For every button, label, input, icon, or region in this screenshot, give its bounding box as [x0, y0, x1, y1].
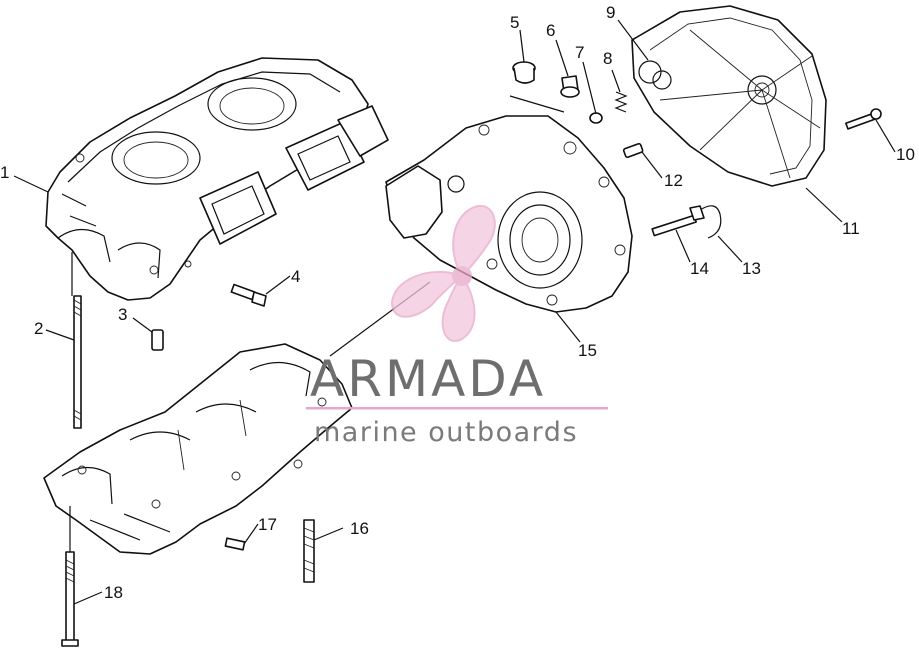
callout-16: 16: [350, 519, 369, 538]
stud-short: [303, 519, 315, 583]
long-bolt: [61, 551, 79, 647]
callout-15: 15: [578, 341, 597, 360]
small-bolt: [230, 283, 267, 307]
callout-13: 13: [742, 259, 761, 278]
housing-bolt: [651, 205, 705, 237]
dowel-pin: [151, 329, 164, 351]
locating-pin: [622, 142, 644, 159]
callout-1: 1: [0, 163, 9, 182]
crankcase-bolt: [224, 537, 246, 551]
propeller-hub: [452, 266, 472, 286]
propeller-blade-right: [441, 274, 476, 342]
callout-5: 5: [510, 13, 519, 32]
propeller-logo: [390, 204, 496, 342]
propeller-blade-left: [390, 271, 465, 318]
callout-numbers: 1 2 3 4 5 6 7 8 9 10 11 12 13 14 15 16 1…: [0, 3, 915, 602]
callout-7: 7: [575, 43, 584, 62]
upper-crankcase: [45, 57, 389, 301]
propeller-blade-top: [452, 204, 496, 278]
callout-14: 14: [690, 259, 709, 278]
callout-18: 18: [104, 583, 123, 602]
washer: [589, 112, 603, 124]
callout-9: 9: [606, 3, 615, 22]
stud-long: [73, 295, 82, 429]
callout-11: 11: [842, 219, 860, 238]
callout-2: 2: [34, 319, 43, 338]
watermark: ARMADA marine outboards: [306, 204, 608, 448]
callout-4: 4: [291, 267, 300, 286]
spring: [614, 91, 628, 113]
cover-bolt: [845, 108, 882, 130]
flywheel-cover: [631, 5, 827, 187]
bushing: [512, 61, 536, 84]
watermark-rule: [306, 407, 608, 410]
small-parts: [61, 61, 882, 647]
watermark-brand: ARMADA: [310, 350, 546, 408]
callout-6: 6: [546, 21, 555, 40]
callout-17: 17: [258, 515, 277, 534]
callout-3: 3: [118, 305, 127, 324]
watermark-tagline: marine outboards: [314, 417, 578, 448]
callout-12: 12: [664, 171, 683, 190]
lower-crankcase: [43, 343, 353, 555]
callout-10: 10: [896, 145, 915, 164]
plug: [560, 75, 580, 98]
callout-8: 8: [603, 49, 612, 68]
o-ring: [699, 205, 722, 239]
pto-housing: [385, 115, 633, 313]
